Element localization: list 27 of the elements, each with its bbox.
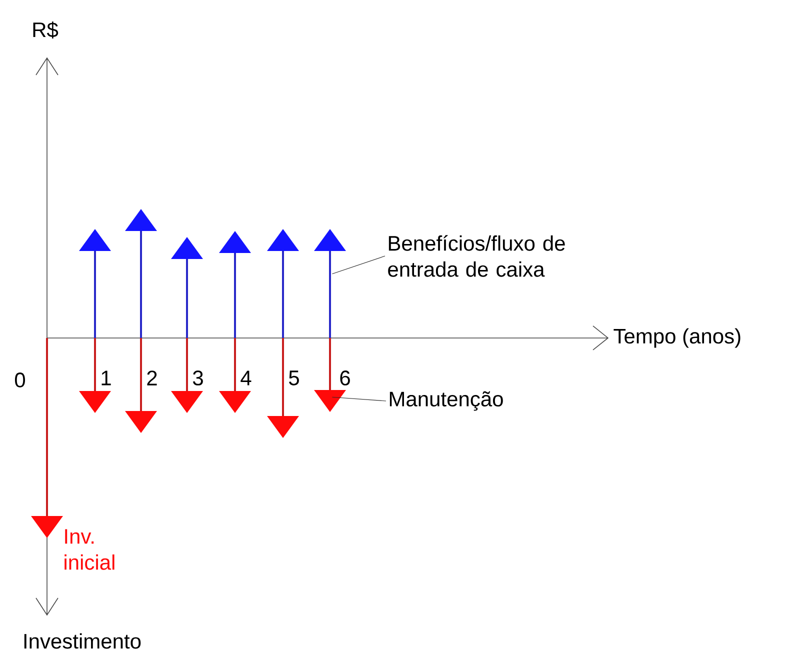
tick-label: 6 xyxy=(340,370,350,386)
annotation-text: Manutenção xyxy=(390,391,503,411)
tick-label: 4 xyxy=(240,370,252,386)
cash-flow-vector xyxy=(79,338,111,413)
cash-flow-vector xyxy=(267,338,299,438)
leader-line xyxy=(332,256,386,274)
cash-flow-vector xyxy=(171,237,203,338)
annotation-text: Benefícios/fluxo de entrada de caixa xyxy=(388,235,565,277)
cash-flow-vector xyxy=(267,229,299,338)
arrow-label: Inv. inicial xyxy=(64,529,114,570)
cash-flow-vector xyxy=(219,231,251,338)
cash-flow-vector xyxy=(171,338,203,413)
axis-label: Tempo (anos) xyxy=(614,328,740,348)
cash-flow-vector xyxy=(125,209,157,338)
cash-flow-vector xyxy=(219,338,251,413)
tick-label: 3 xyxy=(192,370,203,386)
cash-flow-vector xyxy=(125,338,157,433)
cash-flow-vector xyxy=(79,229,111,338)
tick-label: 2 xyxy=(147,370,157,386)
cash-flow-vector xyxy=(314,229,346,338)
axis-label: R$ xyxy=(33,22,58,38)
tick-label: 5 xyxy=(289,370,299,386)
tick-label: 1 xyxy=(102,370,111,386)
axis-label: Investimento xyxy=(24,633,141,649)
cash-flow-vector xyxy=(31,338,63,538)
leader-line xyxy=(332,396,386,402)
tick-label: 0 xyxy=(14,372,26,388)
